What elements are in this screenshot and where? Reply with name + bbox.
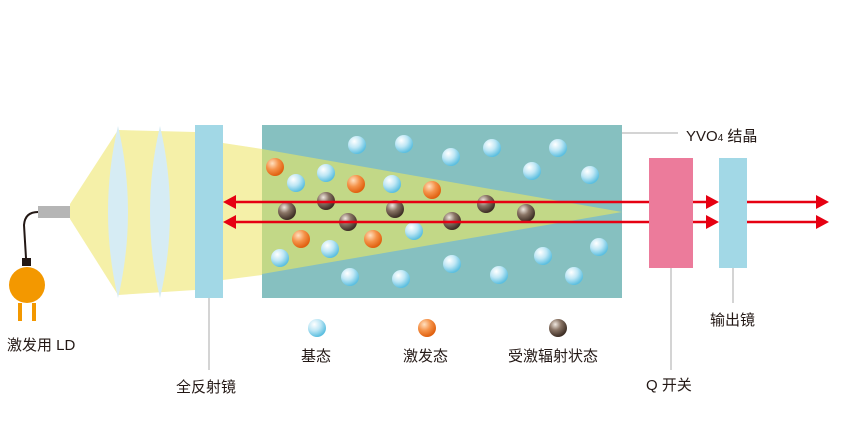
ground-state-atom <box>590 238 608 256</box>
legend-excited-state: 激发态 <box>403 348 449 365</box>
arrow-right-icon <box>816 195 829 209</box>
ld-pin <box>32 303 36 321</box>
arrow-right-icon <box>706 215 719 229</box>
ld-label: 激发用 LD <box>7 337 76 354</box>
lens-2 <box>150 126 170 298</box>
ld-emitter <box>38 206 70 218</box>
q-switch <box>649 158 693 268</box>
arrow-right-icon <box>706 195 719 209</box>
stimulated-state-atom <box>517 204 535 222</box>
excited-state-atom <box>364 230 382 248</box>
ground-state-atom <box>565 267 583 285</box>
legend-ground-state-icon <box>308 319 326 337</box>
lens-1 <box>108 126 128 298</box>
ground-state-atom <box>483 139 501 157</box>
ground-state-atom <box>392 270 410 288</box>
output-mirror <box>719 158 747 268</box>
crystal-label: YVO4 结晶 <box>686 128 758 145</box>
ground-state-atom <box>442 148 460 166</box>
ld-cable <box>22 211 39 259</box>
legend-stimulated-state: 受激辐射状态 <box>508 348 599 365</box>
ground-state-atom <box>534 247 552 265</box>
q-switch-label: Q 开关 <box>646 377 692 394</box>
stimulated-state-atom <box>386 200 404 218</box>
stimulated-state-atom <box>278 202 296 220</box>
ground-state-atom <box>321 240 339 258</box>
excited-state-atom <box>347 175 365 193</box>
ground-state-atom <box>443 255 461 273</box>
arrow-left-icon <box>223 215 236 229</box>
ground-state-atom <box>348 136 366 154</box>
legend-excited-state-icon <box>418 319 436 337</box>
ground-state-atom <box>271 249 289 267</box>
ground-state-atom <box>581 166 599 184</box>
arrow-left-icon <box>223 195 236 209</box>
ground-state-atom <box>490 266 508 284</box>
laser-beams <box>223 195 829 229</box>
excited-state-atom <box>423 181 441 199</box>
ground-state-atom <box>395 135 413 153</box>
full-mirror-label: 全反射镜 <box>176 379 237 396</box>
legend-ground-state: 基态 <box>301 348 332 365</box>
arrow-right-icon <box>816 215 829 229</box>
pump-beam <box>70 130 195 295</box>
output-mirror-label: 输出镜 <box>710 312 756 329</box>
ld-pin <box>18 303 22 321</box>
excited-state-atom <box>266 158 284 176</box>
legend-stimulated-state-icon <box>549 319 567 337</box>
stimulated-state-atom <box>477 195 495 213</box>
ld-connector <box>22 258 31 266</box>
ground-state-atom <box>405 222 423 240</box>
pump-beam-after-mirror <box>223 143 262 280</box>
full-reflective-mirror <box>195 125 223 298</box>
ground-state-atom <box>523 162 541 180</box>
ground-state-atom <box>287 174 305 192</box>
ground-state-atom <box>317 164 335 182</box>
ground-state-atom <box>383 175 401 193</box>
ground-state-atom <box>341 268 359 286</box>
ground-state-atom <box>549 139 567 157</box>
excited-state-atom <box>292 230 310 248</box>
ld-body-icon <box>9 267 45 303</box>
